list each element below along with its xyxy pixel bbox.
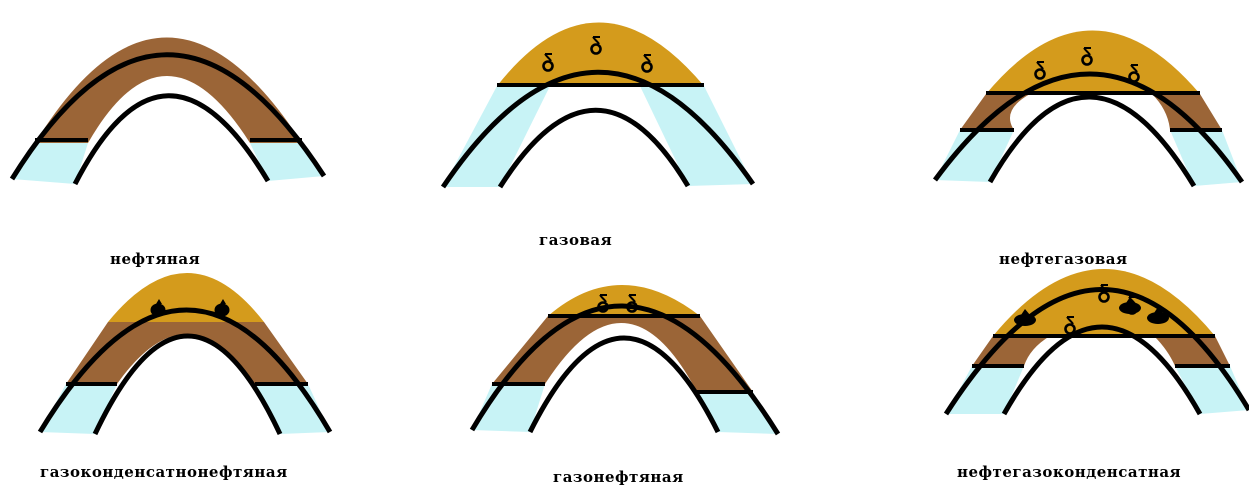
trap-gas-condensate-oil xyxy=(40,273,330,434)
gas-layer xyxy=(986,31,1200,95)
inner-boundary xyxy=(990,97,1194,186)
caption-gas-oil: газонефтяная xyxy=(553,468,684,486)
gas-layer xyxy=(497,23,704,87)
caption-oil-gas: нефтегазовая xyxy=(999,250,1128,268)
trap-gas-oil xyxy=(472,285,778,434)
water-layer-right xyxy=(640,86,753,186)
caption-gas-condensate-oil: газоконденсатнонефтяная xyxy=(40,463,288,481)
trap-oil-gas-condensate xyxy=(946,269,1249,414)
trap-gas xyxy=(443,23,753,188)
gas-layer xyxy=(548,285,700,316)
trap-oil-gas xyxy=(935,31,1242,187)
water-layer-left xyxy=(946,366,1024,414)
gas-layer xyxy=(108,273,264,322)
trap-oil xyxy=(12,38,324,185)
caption-gas: газовая xyxy=(539,231,612,249)
water-layer-left xyxy=(935,130,1014,182)
water-layer-left xyxy=(443,86,550,187)
caption-oil-gas-condensate: нефтегазоконденсатная xyxy=(957,463,1181,481)
caption-oil: нефтяная xyxy=(110,250,200,268)
